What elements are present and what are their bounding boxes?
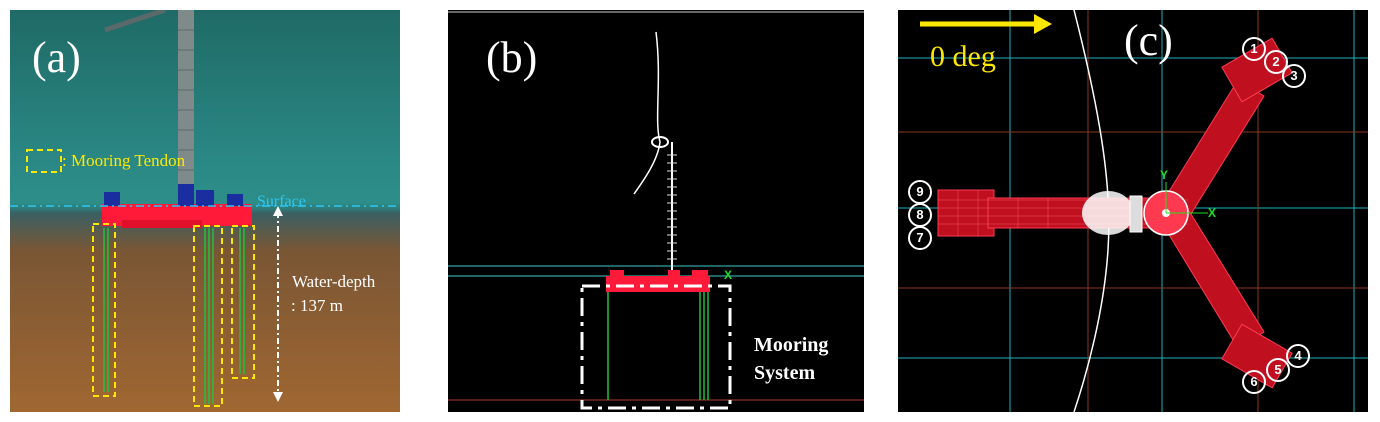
panel-b-drawing <box>448 11 864 410</box>
turbine-tower <box>178 10 194 198</box>
tendon-marker-5: 5 <box>1266 358 1290 382</box>
tendon-box-1 <box>92 223 116 397</box>
turbine-blade <box>104 10 166 33</box>
water-depth-value: : 137 m <box>291 296 343 315</box>
center-column-left <box>1082 191 1134 235</box>
tendon-marker-6: 6 <box>1242 370 1266 394</box>
wind-direction-arrowhead <box>1034 14 1052 34</box>
mooring-system-label: Mooring System <box>754 331 828 387</box>
platform-column-3 <box>692 270 708 278</box>
depth-arrow-head-top <box>273 206 283 216</box>
connector <box>1129 195 1143 233</box>
panel-b-render: X (b) Mooring System <box>448 10 864 412</box>
panel-c-drawing <box>898 10 1368 412</box>
column-top-4 <box>227 194 243 206</box>
tendon-marker-2: 2 <box>1264 50 1288 74</box>
tendon-marker-7: 7 <box>908 226 932 250</box>
platform-column-2 <box>668 270 680 278</box>
direction-label: 0 deg <box>930 40 996 73</box>
mooring-tendon-legend: : Mooring Tendon <box>62 151 186 170</box>
axis-y-label: Y <box>1160 168 1169 182</box>
nacelle <box>651 136 669 148</box>
panel-c-letter: (c) <box>1124 16 1173 65</box>
tendon-box-3 <box>231 225 255 379</box>
panel-a-letter: (a) <box>32 33 81 82</box>
axis-x-label: X <box>1208 206 1217 220</box>
panel-b-letter: (b) <box>486 33 538 82</box>
mooring-system-line1: Mooring <box>754 334 829 356</box>
cable-curve <box>1073 10 1110 412</box>
tendon-marker-8: 8 <box>908 203 932 227</box>
tendon-marker-9: 9 <box>908 180 932 204</box>
legend-box <box>26 149 62 173</box>
column-top-1 <box>104 192 120 206</box>
tendon-marker-4: 4 <box>1286 344 1310 368</box>
panel-a-drawing <box>10 10 400 407</box>
blade-line <box>633 31 661 195</box>
tendon-box-2 <box>193 225 223 407</box>
column-top-3 <box>196 190 214 206</box>
column-top-2 <box>178 184 194 206</box>
platform-hull <box>606 276 710 292</box>
panel-c-render: X Y 0 deg (c) 1 2 3 4 5 6 7 8 9 <box>898 10 1368 412</box>
platform-pontoon <box>122 220 202 228</box>
mooring-system-line2: System <box>754 362 816 384</box>
surface-label: Surface <box>257 193 306 210</box>
tendon-marker-1: 1 <box>1242 37 1266 61</box>
mooring-system-box <box>580 284 732 410</box>
arm-left-end <box>937 189 995 237</box>
water-depth-label: Water-depth <box>292 272 376 291</box>
tendon-marker-3: 3 <box>1282 64 1306 88</box>
axis-x-label: X <box>724 268 733 282</box>
panel-a-render: (a) : Mooring Tendon Surface Water-depth… <box>10 10 400 412</box>
platform-column-1 <box>610 270 624 278</box>
depth-arrow-head-bottom <box>273 392 283 402</box>
